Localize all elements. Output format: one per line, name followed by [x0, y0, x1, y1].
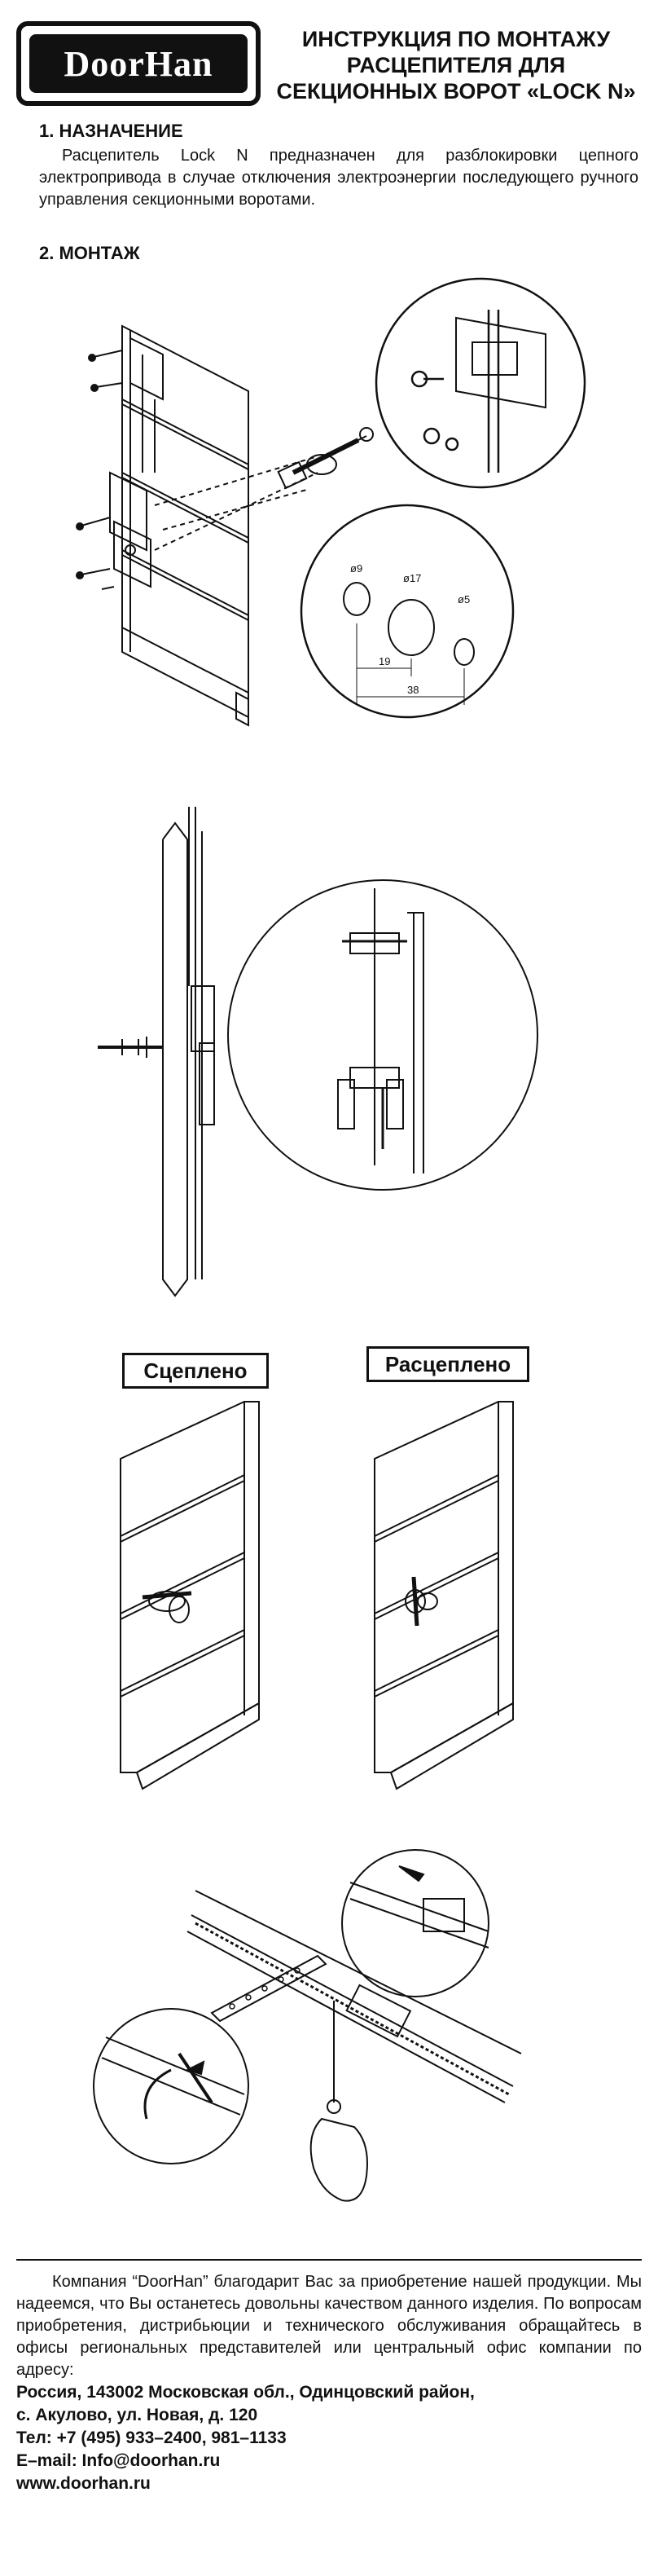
door-coupled [120, 1401, 260, 1773]
dim-label: 38 [407, 684, 419, 696]
mounting-plate [109, 471, 147, 552]
dim-label: ø17 [403, 572, 421, 584]
footer-address-line-2: с. Акулово, ул. Новая, д. 120 [16, 2406, 258, 2424]
logo-plate: DoorHan [29, 34, 248, 93]
section-1-text: Расцепитель Lock N предназначен для разб… [39, 147, 638, 209]
logo-text: DoorHan [64, 43, 213, 84]
figure-release-operation [93, 1849, 522, 2202]
detail-circle-carriage [341, 1849, 489, 1997]
state-label-coupled: Сцеплено [122, 1353, 269, 1389]
title-line-2: РАСЦЕПИТЕЛЯ ДЛЯ [346, 53, 566, 77]
footer-website[interactable]: www.doorhan.ru [16, 2474, 151, 2493]
side-profile [162, 821, 188, 1297]
footer-divider [16, 2259, 642, 2261]
title-line-1: ИНСТРУКЦИЯ ПО МОНТАЖУ [301, 27, 611, 51]
logo: DoorHan [16, 21, 261, 106]
detail-circle-cable [227, 879, 538, 1191]
dim-label: ø9 [350, 562, 362, 575]
footer-email[interactable]: E–mail: Info@doorhan.ru [16, 2451, 221, 2470]
title-line-3: СЕКЦИОННЫХ ВОРОТ «LOCK N» [276, 79, 636, 103]
dim-label: 19 [379, 655, 390, 667]
document-title: ИНСТРУКЦИЯ ПО МОНТАЖУ РАСЦЕПИТЕЛЯ ДЛЯ СЕ… [269, 26, 643, 104]
detail-circle-hinge [375, 277, 586, 489]
footer-thanks-text: Компания “DoorHan” благодарит Вас за при… [16, 2273, 642, 2379]
footer-phone: Тел: +7 (495) 933–2400, 981–1133 [16, 2428, 287, 2447]
hand-pulling [309, 2117, 368, 2202]
detail-circle-lever [93, 2008, 249, 2164]
section-2-heading: 2. МОНТАЖ [39, 243, 140, 263]
dim-label: ø5 [458, 593, 470, 605]
section-1-heading: 1. НАЗНАЧЕНИЕ [39, 121, 183, 141]
door-panel [121, 324, 249, 719]
figure-cable-detail [98, 807, 538, 1297]
figure-exploded-assembly: ø9 ø17 ø5 19 38 [76, 277, 586, 727]
detail-circle-holes [300, 504, 515, 719]
state-label-decoupled: Расцеплено [366, 1346, 529, 1382]
figure-coupled-decoupled [120, 1401, 514, 1790]
door-decoupled [374, 1401, 514, 1773]
footer-address-line-1: Россия, 143002 Московская обл., Одинцовс… [16, 2383, 475, 2402]
